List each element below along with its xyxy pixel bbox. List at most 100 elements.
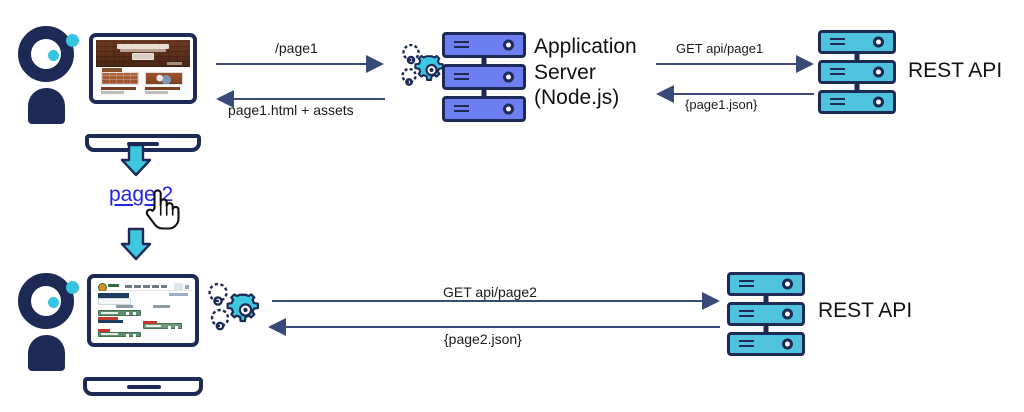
content-card[interactable] [100,72,140,95]
nav-account-badge[interactable] [174,282,184,292]
rack-unit [818,60,896,90]
rack-vent-lines [454,41,469,49]
row-status-label [97,316,118,320]
gears-icon [201,280,267,346]
row-title-bar [146,325,162,328]
dashboard-heading-bar [97,292,130,298]
row-status-label [143,321,157,325]
flow-label-api-page1-response: {page1.json} [685,97,758,112]
rest-api-label-bottom: REST API [818,299,913,322]
site-hero-banner [96,40,190,67]
rack-status-led [782,338,793,350]
avatar-head [18,26,74,82]
dashboard-row-block[interactable] [97,331,142,338]
down-arrow-icon [118,226,154,262]
nav-item[interactable] [143,284,150,288]
page1-website-preview [96,40,190,97]
card-thumbnail [100,72,140,86]
down-arrow-icon [118,142,154,178]
rack-connector [481,90,487,96]
site-content-area [96,66,190,97]
rack-unit [727,302,805,332]
rack-vent-lines [830,68,845,76]
flow-label-page1-response: page1.html + assets [228,102,354,118]
dashboard-row-block[interactable] [143,323,183,330]
rack-vent-lines [830,98,845,106]
brand-name-bar [107,284,120,288]
nav-item[interactable] [125,284,133,288]
rack-vent-lines [739,340,754,348]
rack-unit [727,332,805,356]
avatar-body [28,88,65,124]
hero-subtitle-bar [120,48,166,52]
rack-status-led [782,308,793,320]
rack-vent-lines [454,73,469,81]
dashboard-header-link[interactable] [168,293,189,297]
avatar-body [28,335,65,371]
rack-unit [442,64,526,96]
filter-select[interactable] [97,298,132,306]
flow-label-page1-request: /page1 [275,40,318,56]
row-sub-label [97,320,124,324]
avatar-head [18,273,74,329]
avatar-accent-dot-large [66,34,79,47]
card-title-bar [100,87,137,91]
hero-cta-button[interactable] [131,53,155,61]
avatar-accent-dot-large [66,281,79,294]
nav-item[interactable] [151,284,159,288]
rack-status-led [503,39,514,51]
pointer-hand-cursor-icon [141,186,183,232]
card-meta-bar [144,91,168,95]
rack-unit [442,32,526,64]
laptop-lid [87,274,199,347]
rack-connector [763,326,769,332]
nav-item[interactable] [160,284,168,288]
column-heading-bar [152,304,171,308]
flow-label-api-page2-response: {page2.json} [444,331,522,347]
rack-status-led [503,103,514,115]
rest-api-rack-icon [727,272,805,356]
rest-api-label-top: REST API [908,59,1003,82]
nav-item[interactable] [134,284,142,288]
content-card[interactable] [144,72,184,95]
flow-label-api-page1-request: GET api/page1 [676,41,764,56]
rack-vent-lines [739,280,754,288]
section-heading-bar [101,68,123,73]
rack-connector [854,84,860,90]
laptop-icon [85,33,201,152]
dashboard-content [94,291,192,340]
laptop-base [83,377,203,396]
card-thumbnail [144,72,184,86]
rack-connector [763,296,769,302]
hero-title-bar [116,44,170,50]
rack-status-led [873,66,884,78]
avatar-accent-dot-small [48,297,59,308]
dashboard-row-block[interactable] [97,309,142,316]
row-action-pips[interactable] [125,311,138,315]
card-meta-bar [100,91,124,95]
app-server-rack-icon [442,32,526,122]
row-action-pips[interactable] [168,325,180,329]
hero-pagination-dots[interactable] [167,62,183,66]
rack-status-led [782,278,793,290]
rack-vent-lines [454,105,469,113]
rack-unit [442,96,526,122]
laptop-icon [83,274,203,396]
column-heading-bar [115,304,134,308]
laptop-trackpad-notch [127,385,161,389]
chevron-down-icon[interactable] [185,284,190,289]
row-action-pips[interactable] [125,319,140,323]
row-title-bar [101,333,118,336]
dashboard-navbar [94,281,192,292]
app-server-label: Application Server (Node.js) [534,35,637,110]
avatar-accent-dot-small [48,50,59,61]
row-action-pips[interactable] [125,333,138,337]
rack-connector [481,58,487,64]
gears-icon [396,43,446,96]
row-status-label [97,329,110,333]
user-avatar-icon [14,26,79,124]
rack-unit [818,90,896,114]
rack-unit [818,30,896,60]
row-title-bar [101,311,118,314]
